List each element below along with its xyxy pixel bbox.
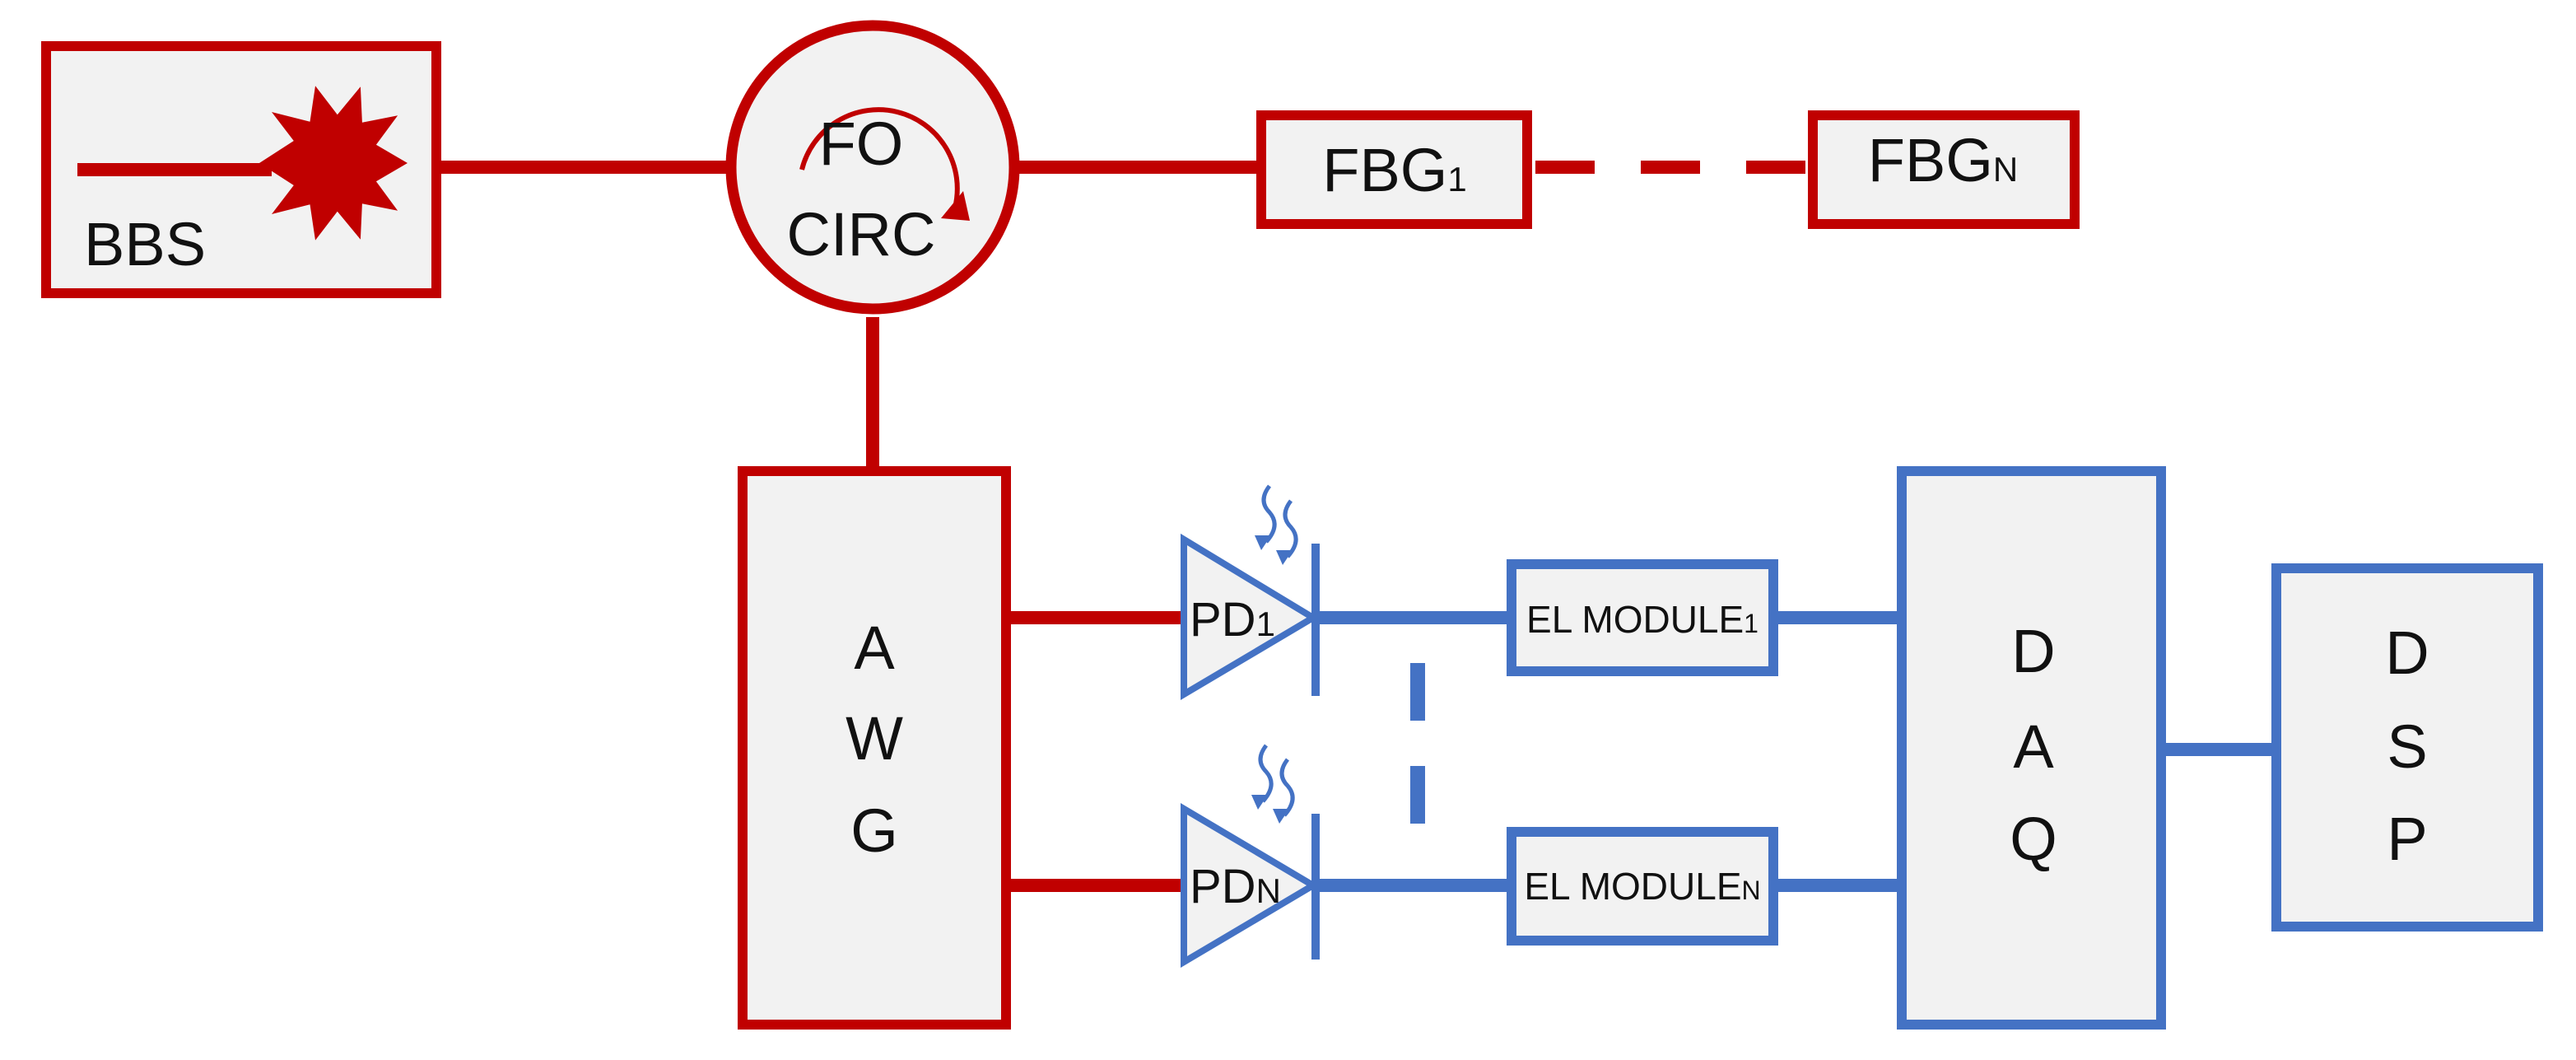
fbgn-box — [1808, 110, 2080, 229]
starburst-icon — [259, 86, 408, 240]
wavy-arrows-icon — [1258, 744, 1295, 817]
photodiode-1: PD1 — [1181, 484, 1320, 701]
daq-letter-2: A — [2013, 712, 2054, 781]
fo-circulator: FO CIRC — [725, 20, 1020, 315]
el-module-n: EL MODULEN — [1507, 827, 1778, 946]
photodiode-n: PDN — [1181, 744, 1320, 969]
circular-arrow-head — [941, 191, 970, 221]
dsp-letter-1: D — [2385, 619, 2429, 687]
dsp-letter-3: P — [2387, 805, 2427, 873]
wavy-arrow-head-2 — [1276, 550, 1293, 565]
circulator-label-line1: FO — [819, 110, 904, 178]
fbgn-block: FBGN — [1808, 110, 2080, 229]
dsp-letter-2: S — [2387, 712, 2427, 781]
awg-letter-1: A — [854, 614, 895, 682]
circulator-label-line2: CIRC — [787, 200, 936, 269]
el-module-1: EL MODULE1 — [1507, 559, 1778, 676]
daq-box — [1897, 466, 2166, 1030]
el-module-1-label: EL MODULE1 — [1526, 598, 1758, 641]
dsp-box — [2271, 563, 2543, 932]
awg-letter-2: W — [845, 704, 903, 773]
daq-letter-3: Q — [2010, 805, 2057, 873]
electrical-connections — [1317, 611, 2276, 892]
wavy-arrow-head-2 — [1273, 809, 1289, 824]
wavy-arrow-head-1 — [1255, 535, 1271, 550]
wavy-arrows-icon — [1261, 484, 1298, 558]
awg-letter-3: G — [850, 796, 898, 865]
dsp-block: D S P — [2271, 563, 2543, 932]
pd1-label: PD1 — [1190, 593, 1275, 647]
el-module-1-box — [1507, 559, 1778, 676]
photodiode-symbol-icon — [1181, 802, 1320, 969]
bbs-label: BBS — [84, 210, 206, 278]
el-module-n-label: EL MODULEN — [1524, 865, 1760, 908]
fbg1-label: FBG1 — [1322, 136, 1466, 204]
fbgn-label: FBGN — [1868, 126, 2018, 194]
fbg1-box — [1256, 110, 1532, 229]
bbs-block: BBS — [41, 41, 441, 298]
el-module-n-box — [1507, 827, 1778, 946]
wavy-arrow-head-1 — [1251, 795, 1268, 810]
daq-letter-1: D — [2011, 617, 2055, 685]
fbg1-block: FBG1 — [1256, 110, 1532, 229]
daq-block: D A Q — [1897, 466, 2166, 1030]
optical-connections — [436, 161, 1813, 892]
awg-block: A W G — [738, 466, 1011, 1030]
awg-box — [738, 466, 1011, 1030]
pdn-label: PDN — [1190, 860, 1281, 913]
photodiode-symbol-icon — [1181, 533, 1320, 701]
circular-arrow-icon — [799, 107, 960, 208]
circulator-body — [725, 20, 1020, 315]
